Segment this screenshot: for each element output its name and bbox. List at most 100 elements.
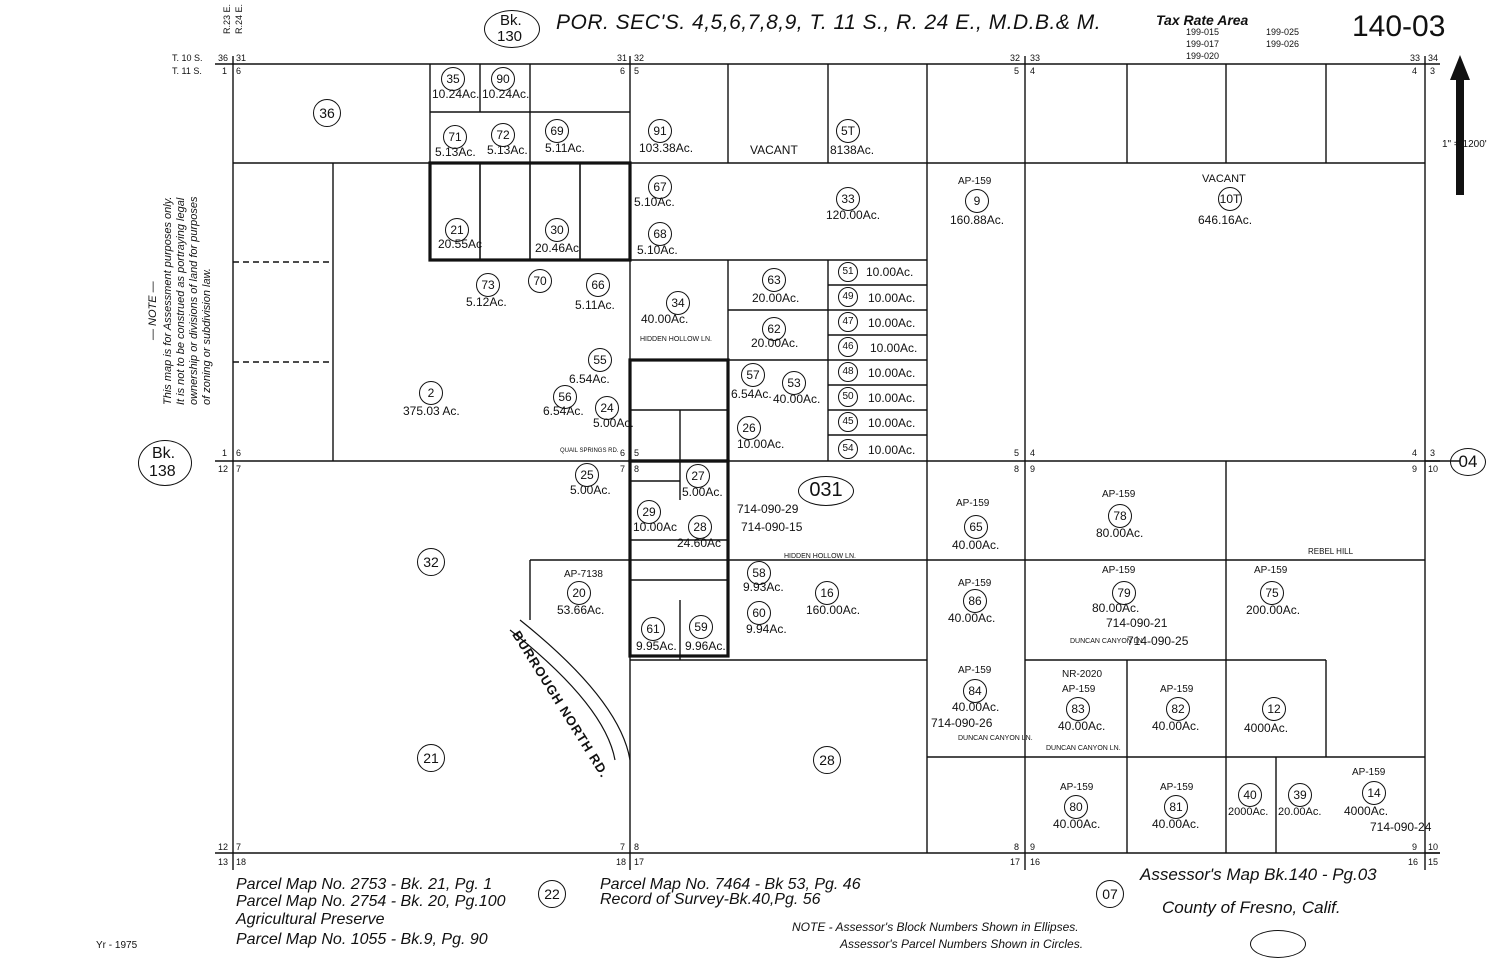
- acreage: 40.00Ac.: [641, 312, 689, 326]
- ap-label: AP-159: [958, 665, 992, 676]
- parcel-circle: 55: [588, 348, 612, 372]
- acreage: 6.54Ac.: [543, 404, 584, 418]
- apn-ref: 714-090-29: [737, 502, 799, 516]
- section-corner: 8: [1014, 842, 1020, 852]
- footer-line: Parcel Map No. 2754 - Bk. 20, Pg.100: [236, 893, 506, 910]
- footer-line: Parcel Map No. 1055 - Bk.9, Pg. 90: [236, 931, 488, 948]
- parcel-circle: 24: [595, 396, 619, 420]
- book-ellipse-138: Bk. 138: [138, 440, 192, 486]
- ap-label: AP-7138: [564, 569, 603, 580]
- parcel-circle: 47: [838, 312, 858, 332]
- section-corner: 4: [1412, 66, 1418, 76]
- acreage: 10.00Ac.: [868, 391, 916, 405]
- parcel-circle: 45: [838, 412, 858, 432]
- township-label: T. 10 S.: [172, 53, 203, 63]
- acreage: 5.00Ac.: [593, 416, 634, 430]
- section-corner: 4: [1412, 448, 1418, 458]
- book-ref-label: Bk.: [152, 445, 176, 462]
- section-corner: 6: [620, 448, 626, 458]
- ap-label: AP-159: [1062, 684, 1096, 695]
- acreage: 40.00Ac.: [1152, 719, 1200, 733]
- section-corner: 33: [1030, 53, 1041, 63]
- apn-ref: 714-090-21: [1106, 616, 1168, 630]
- parcel-circle: 48: [838, 362, 858, 382]
- parcel-circle: 72: [491, 123, 515, 147]
- acreage: 4000Ac.: [1244, 721, 1289, 735]
- parcel-circle: 9: [965, 189, 989, 213]
- section-corner: 33: [1410, 53, 1421, 63]
- section-corner: 3: [1430, 448, 1436, 458]
- acreage: 20.00Ac.: [1278, 806, 1322, 818]
- parcel-circle: 81: [1164, 795, 1188, 819]
- ap-label: AP-159: [1060, 782, 1094, 793]
- acreage: 5.13Ac.: [487, 143, 528, 157]
- parcel-circle: 58: [747, 561, 771, 585]
- acreage: 2000Ac.: [1228, 806, 1269, 818]
- parcel-circle: 10T: [1218, 187, 1242, 211]
- footer-note: Assessor's Parcel Numbers Shown in Circl…: [840, 937, 1084, 951]
- section-corner: 31: [617, 53, 628, 63]
- map-title: POR. SEC'S. 4,5,6,7,8,9, T. 11 S., R. 24…: [556, 11, 1102, 34]
- acreage: 10.00Ac.: [870, 341, 918, 355]
- parcel-circle: 68: [648, 222, 672, 246]
- book-ref-label: Bk.: [500, 12, 522, 29]
- acreage: 40.00Ac.: [1058, 719, 1106, 733]
- section-corner: 34: [1428, 53, 1439, 63]
- parcel-circle: 73: [476, 273, 500, 297]
- section-corner: 9: [1412, 842, 1418, 852]
- county-label: County of Fresno, Calif.: [1162, 898, 1341, 917]
- parcel-circle: 79: [1112, 581, 1136, 605]
- parcel-circle: 61: [641, 617, 665, 641]
- street-label: REBEL HILL: [1308, 547, 1354, 556]
- block-number: 031: [809, 479, 843, 501]
- acreage: 40.00Ac.: [952, 538, 1000, 552]
- section-corner: 15: [1428, 857, 1439, 867]
- acreage: 10.00Ac.: [868, 316, 916, 330]
- apn-ref: 714-090-24: [1370, 820, 1432, 834]
- section-corner: 1: [222, 448, 228, 458]
- footer-line: Parcel Map No. 2753 - Bk. 21, Pg. 1: [236, 876, 493, 893]
- parcel-circle: 54: [838, 439, 858, 459]
- note-line: of zoning or subdivision law.: [201, 268, 213, 405]
- township-label: T. 11 S.: [172, 66, 202, 76]
- parcel-circle: 16: [815, 581, 839, 605]
- ap-label: AP-159: [1102, 489, 1136, 500]
- scale-label: 1" = 1200': [1442, 139, 1487, 150]
- footer-line: Agricultural Preserve: [236, 911, 385, 928]
- vacant-label: VACANT: [1202, 173, 1246, 185]
- section-corner: 8: [1014, 464, 1020, 474]
- section-corner: 16: [1408, 857, 1419, 867]
- acreage: 5.13Ac.: [435, 145, 476, 159]
- acreage: 160.00Ac.: [806, 603, 861, 617]
- acreage: 10.00Ac: [633, 520, 678, 534]
- acreage: 20.00Ac.: [752, 291, 800, 305]
- ap-label: AP-159: [1160, 684, 1194, 695]
- parcel-circle: 66: [586, 273, 610, 297]
- note-title: — NOTE —: [147, 281, 159, 340]
- parcel-circle: 33: [836, 187, 860, 211]
- parcel-circle: 78: [1108, 504, 1132, 528]
- book-ref-number: 138: [149, 463, 176, 480]
- range-label: R.23 E.: [222, 3, 232, 34]
- parcel-circle: 20: [567, 581, 591, 605]
- parcel-circle: 82: [1166, 697, 1190, 721]
- section-corner: 9: [1030, 464, 1036, 474]
- section-corner: 8: [634, 842, 640, 852]
- section-corner: 5: [634, 448, 640, 458]
- ap-label: AP-159: [1102, 565, 1136, 576]
- section-corner: 12: [218, 464, 229, 474]
- acreage: 10.00Ac.: [868, 443, 916, 457]
- section-corner: 5: [1014, 66, 1020, 76]
- section-circle: 32: [417, 548, 445, 576]
- section-corner: 18: [236, 857, 247, 867]
- footer-note: NOTE - Assessor's Block Numbers Shown in…: [792, 920, 1079, 934]
- acreage: 53.66Ac.: [557, 603, 605, 617]
- parcel-circle: 71: [443, 125, 467, 149]
- acreage: 5.00Ac.: [682, 485, 723, 499]
- book-ellipse-130: Bk. 130: [484, 10, 540, 48]
- parcel-circle: 67: [648, 175, 672, 199]
- parcel-circle: 56: [553, 385, 577, 409]
- ap-label: AP-159: [958, 176, 992, 187]
- apn-ref: 714-090-25: [1127, 634, 1189, 648]
- assessor-label: Assessor's Map Bk.140 - Pg.03: [1140, 865, 1377, 884]
